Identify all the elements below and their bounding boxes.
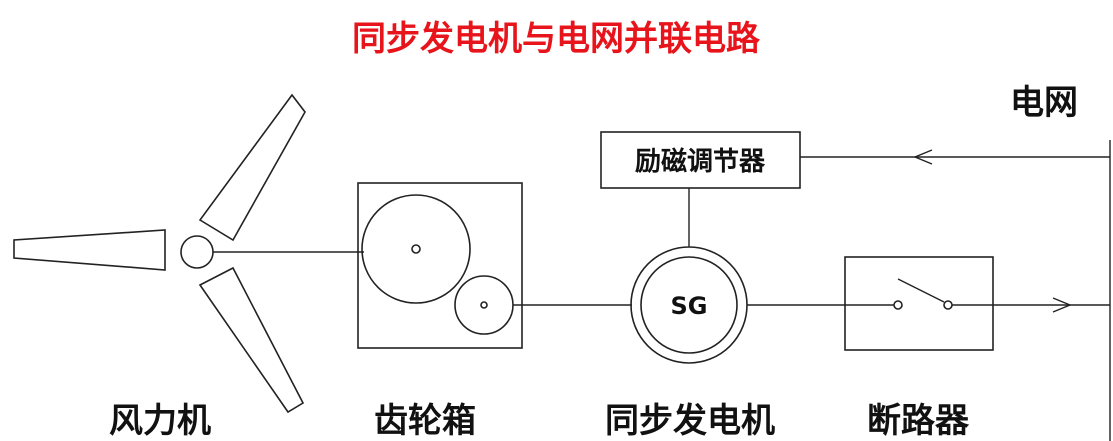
breaker-contact-left <box>893 300 903 310</box>
gearbox-large-gear-axle <box>411 244 421 254</box>
output-arrow-icon <box>1052 297 1072 313</box>
breaker-label: 断路器 <box>867 401 970 441</box>
exciter-box <box>600 131 801 189</box>
breaker-box <box>844 256 994 351</box>
feedback-arrow-icon <box>913 149 933 165</box>
generator-label: 同步发电机 <box>605 401 775 441</box>
gearbox-label: 齿轮箱 <box>374 401 476 441</box>
gearbox-large-gear <box>361 194 471 304</box>
gearbox-housing <box>357 182 523 349</box>
circuit-breaker <box>844 256 994 351</box>
generator-symbol: SG <box>671 292 708 320</box>
breaker-switch-blade <box>897 278 945 303</box>
turbine-blade-lower <box>198 266 305 414</box>
turbine-hub <box>180 235 214 269</box>
turbine-blade-upper <box>198 93 306 242</box>
diagram-title: 同步发电机与电网并联电路 <box>352 19 761 59</box>
wind-turbine <box>13 93 306 414</box>
gearbox-small-gear-axle <box>480 301 488 309</box>
exciter-label: 励磁调节器 <box>635 146 766 177</box>
wind-turbine-label: 风力机 <box>109 401 211 441</box>
generator-inner-ring <box>640 256 738 354</box>
grid-label: 电网 <box>1010 83 1078 123</box>
turbine-blade-left <box>13 229 166 271</box>
synchronous-generator: SG <box>630 246 748 364</box>
breaker-contact-right <box>943 300 953 310</box>
gearbox <box>357 182 523 349</box>
